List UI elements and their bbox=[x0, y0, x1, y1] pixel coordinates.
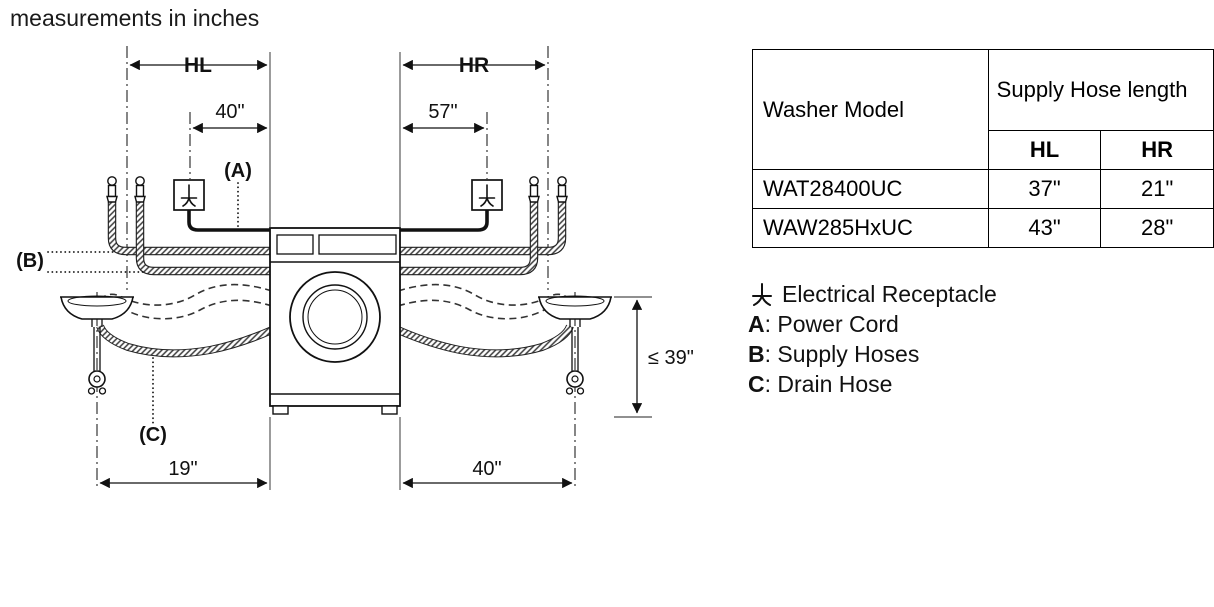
leader-lines bbox=[47, 182, 239, 425]
callout-b-label: (B) bbox=[16, 250, 44, 272]
dim-19-label: 19" bbox=[168, 458, 197, 480]
sink-right bbox=[538, 295, 612, 395]
dim-40-bottom-label: 40" bbox=[472, 458, 501, 480]
dim-57-label: 57" bbox=[428, 101, 457, 123]
dim-39-label: ≤ 39" bbox=[648, 347, 694, 369]
sink-left bbox=[60, 295, 134, 395]
installation-diagram: HL HR 40" 57" ≤ 39" 19" 40" (A) (B) (C) bbox=[16, 46, 694, 490]
cell-model: WAT28400UC bbox=[752, 169, 989, 209]
callout-a-label: (A) bbox=[224, 160, 252, 182]
electrical-receptacle-icon bbox=[748, 281, 776, 307]
faucet-icon bbox=[134, 176, 146, 203]
legend-text: : Drain Hose bbox=[764, 370, 893, 397]
legend: Electrical Receptacle A: Power Cord B: S… bbox=[748, 280, 997, 398]
extension-lines bbox=[269, 52, 652, 490]
table-header-hr: HR bbox=[1100, 130, 1214, 170]
legend-item-b: B: Supply Hoses bbox=[748, 340, 997, 368]
legend-key: C bbox=[748, 370, 765, 397]
faucet-icon bbox=[106, 176, 118, 203]
receptacle-left bbox=[173, 179, 205, 211]
table-row: WAW285HxUC 43" 28" bbox=[752, 208, 1214, 248]
washer-foot bbox=[272, 405, 289, 415]
receptacle-icon bbox=[478, 184, 496, 207]
detergent-drawer bbox=[276, 234, 314, 255]
washer-drawing bbox=[269, 227, 401, 415]
control-panel bbox=[318, 234, 397, 255]
power-cord-left bbox=[187, 210, 273, 232]
legend-receptacle-label: Electrical Receptacle bbox=[782, 280, 997, 307]
table-header-model: Washer Model bbox=[752, 49, 989, 170]
table-header-hl: HL bbox=[987, 130, 1102, 170]
cell-model: WAW285HxUC bbox=[752, 208, 989, 248]
cell-hr: 21" bbox=[1100, 169, 1214, 209]
hose-length-table: Washer Model Supply Hose length HL HR WA… bbox=[752, 49, 1214, 248]
dimension-lines bbox=[99, 59, 643, 489]
legend-key: A bbox=[748, 310, 765, 337]
faucet-icons bbox=[106, 176, 568, 203]
cell-hl: 43" bbox=[987, 208, 1102, 248]
page-title: measurements in inches bbox=[10, 5, 260, 31]
faucet-icon bbox=[528, 176, 540, 203]
dim-hl-label: HL bbox=[184, 54, 212, 77]
power-cord-right bbox=[397, 210, 489, 232]
washer-foot bbox=[381, 405, 398, 415]
legend-receptacle: Electrical Receptacle bbox=[748, 280, 997, 308]
legend-item-c: C: Drain Hose bbox=[748, 370, 997, 398]
drain-hose-right bbox=[398, 326, 570, 353]
table-row: WAT28400UC 37" 21" bbox=[752, 169, 1214, 209]
cell-hl: 37" bbox=[987, 169, 1102, 209]
dim-40-top-label: 40" bbox=[215, 101, 244, 123]
cell-hr: 28" bbox=[1100, 208, 1214, 248]
callout-c-label: (C) bbox=[139, 424, 167, 446]
dim-hr-label: HR bbox=[459, 54, 489, 77]
receptacle-icon bbox=[180, 184, 198, 207]
washer-door bbox=[289, 271, 381, 363]
drain-hose-left bbox=[100, 326, 272, 353]
legend-key: B bbox=[748, 340, 765, 367]
table-header-supply: Supply Hose length bbox=[987, 49, 1214, 131]
legend-text: : Supply Hoses bbox=[764, 340, 920, 367]
power-cords bbox=[187, 210, 489, 232]
legend-text: : Power Cord bbox=[764, 310, 899, 337]
receptacle-right bbox=[471, 179, 503, 211]
legend-item-a: A: Power Cord bbox=[748, 310, 997, 338]
faucet-icon bbox=[556, 176, 568, 203]
